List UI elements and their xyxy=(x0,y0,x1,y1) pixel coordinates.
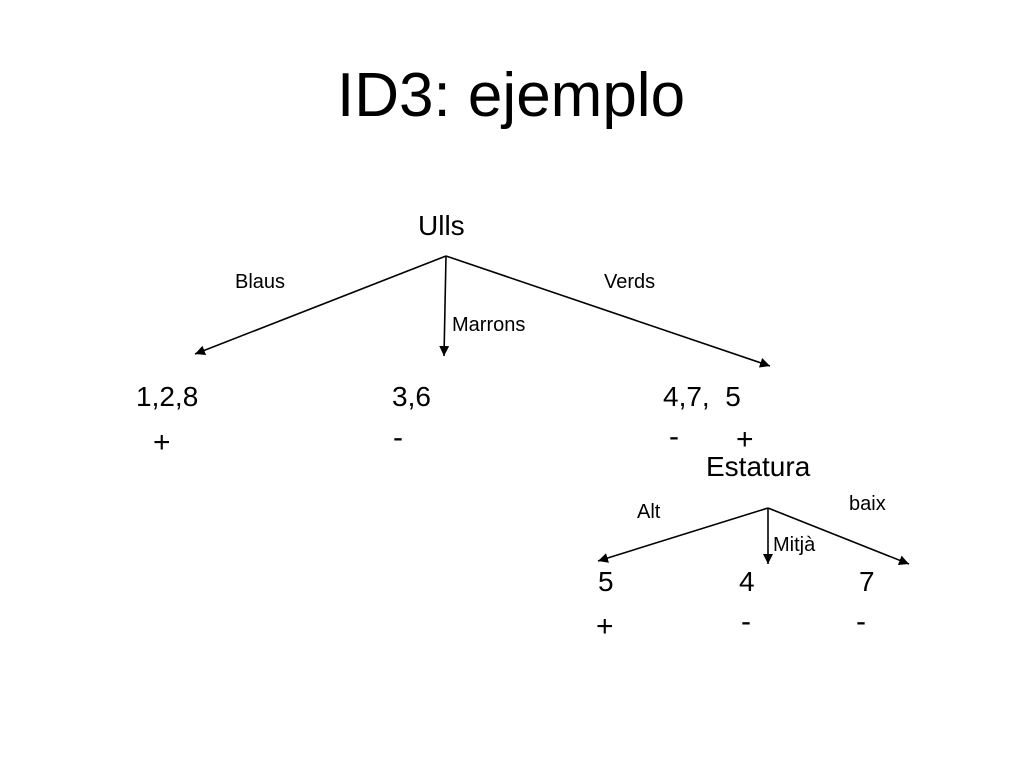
node-examples-verds: 4,7, 5 xyxy=(663,381,741,412)
node-class-verds-neg: - xyxy=(669,420,679,453)
slide-title: ID3: ejemplo xyxy=(337,61,686,130)
edge-arrow-verds xyxy=(445,255,771,368)
edge-label-alt: Alt xyxy=(637,501,661,523)
leaf-class-baix: - xyxy=(856,605,866,638)
leaf-examples-alt: 5 xyxy=(598,566,614,597)
subtree-node-label: Estatura xyxy=(706,451,811,482)
leaf-class-blaus: + xyxy=(153,426,171,459)
edge-arrow-marrons xyxy=(439,255,450,357)
leaf-class-alt: + xyxy=(596,610,614,643)
leaf-class-mitja: - xyxy=(741,605,751,638)
leaf-examples-blaus: 1,2,8 xyxy=(136,381,199,412)
leaf-examples-mitja: 4 xyxy=(739,566,755,597)
node-class-verds-pos: + xyxy=(736,423,754,456)
edge-arrow-blaus xyxy=(194,255,447,356)
edge-label-blaus: Blaus xyxy=(235,271,286,293)
edge-label-baix: baix xyxy=(849,493,886,515)
leaf-class-marrons: - xyxy=(393,421,403,454)
edge-label-mitja: Mitjà xyxy=(773,534,816,556)
leaf-examples-marrons: 3,6 xyxy=(392,381,431,412)
edge-arrow-baix xyxy=(767,507,910,565)
edge-arrow-alt xyxy=(597,507,769,563)
edge-label-marrons: Marrons xyxy=(452,314,526,336)
edge-label-verds: Verds xyxy=(604,271,656,293)
root-node-label: Ulls xyxy=(418,210,465,241)
leaf-examples-baix: 7 xyxy=(859,566,875,597)
